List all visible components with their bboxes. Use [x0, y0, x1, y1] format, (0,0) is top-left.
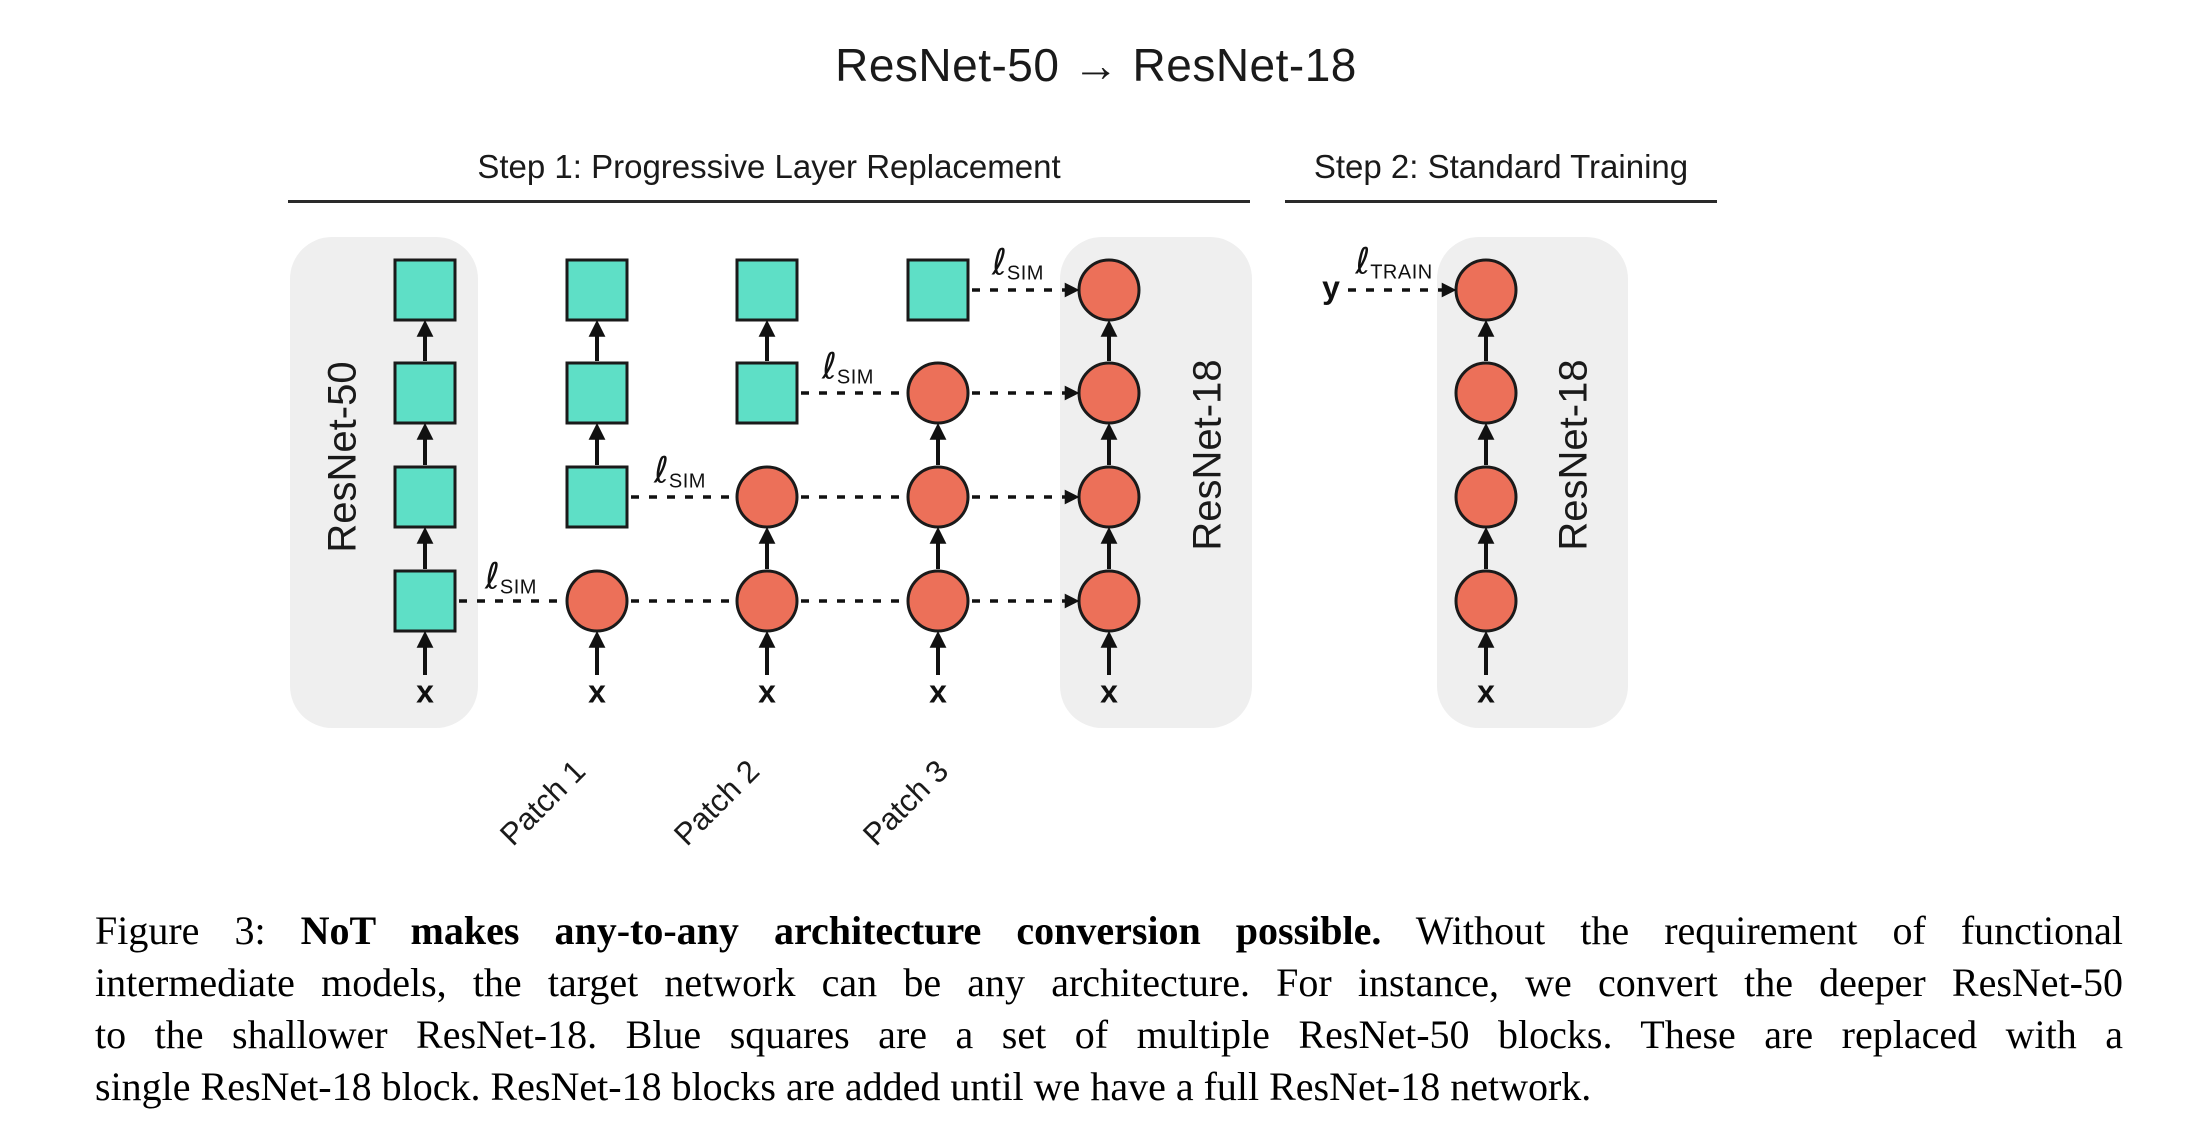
resnet18-block-circle: [906, 465, 970, 529]
input-x-label: x: [416, 673, 434, 710]
resnet50-block-square: [393, 361, 457, 425]
input-x-label: x: [929, 673, 947, 710]
resnet18-block-circle: [1077, 569, 1141, 633]
resnet18-step1-vertical-label: ResNet-18: [1185, 359, 1230, 551]
step2-underline: [1285, 200, 1717, 203]
resnet50-block-square: [393, 569, 457, 633]
resnet18-block-circle: [1454, 361, 1518, 425]
resnet50-block-square: [565, 361, 629, 425]
resnet18-step2-vertical-label: ResNet-18: [1551, 359, 1596, 551]
ell-symbol: ℓ: [992, 242, 1007, 284]
ell-symbol: ℓ: [822, 346, 837, 388]
resnet50-block-square: [906, 258, 970, 322]
resnet18-block-circle: [906, 569, 970, 633]
resnet18-block-circle: [906, 361, 970, 425]
sim-loss-label: ℓSIM: [992, 242, 1044, 285]
caption-text: Without the requirement of functional: [1381, 908, 2124, 953]
input-x-label: x: [1477, 673, 1495, 710]
resnet18-block-circle: [1077, 258, 1141, 322]
caption-line: intermediate models, the target network …: [95, 960, 2123, 1005]
resnet18-block-circle: [1454, 465, 1518, 529]
resnet50-block-square: [393, 465, 457, 529]
target-y-label: y: [1322, 269, 1340, 306]
ell-symbol: ℓ: [485, 556, 500, 598]
ell-symbol: ℓ: [1355, 241, 1371, 283]
resnet50-block-square: [393, 258, 457, 322]
input-x-label: x: [1100, 673, 1118, 710]
sim-loss-label: ℓSIM: [822, 346, 874, 389]
resnet50-block-square: [735, 361, 799, 425]
sim-loss-label: ℓSIM: [485, 556, 537, 599]
resnet18-block-circle: [735, 569, 799, 633]
resnet18-block-circle: [1454, 569, 1518, 633]
figure-caption: Figure 3: NoT makes any-to-any architect…: [95, 905, 2123, 1113]
train-loss-label: ℓTRAIN: [1355, 241, 1433, 284]
caption-bold-title: NoT makes any-to-any architecture conver…: [300, 908, 1382, 953]
caption-line: single ResNet-18 block. ResNet-18 blocks…: [95, 1064, 1592, 1109]
resnet50-block-square: [565, 465, 629, 529]
input-x-label: x: [758, 673, 776, 710]
resnet18-block-circle: [565, 569, 629, 633]
caption-figure-number: Figure 3:: [95, 908, 301, 953]
step1-underline: [288, 200, 1250, 203]
resnet18-block-circle: [1454, 258, 1518, 322]
resnet18-block-circle: [1077, 361, 1141, 425]
input-x-label: x: [588, 673, 606, 710]
resnet50-block-square: [735, 258, 799, 322]
step1-header: Step 1: Progressive Layer Replacement: [477, 148, 1061, 185]
figure-title: ResNet-50 → ResNet-18: [835, 39, 1357, 91]
step2-header: Step 2: Standard Training: [1313, 148, 1689, 185]
resnet50-block-square: [565, 258, 629, 322]
sim-loss-label: ℓSIM: [654, 450, 706, 493]
caption-line: Figure 3: NoT makes any-to-any architect…: [95, 905, 2123, 957]
resnet18-block-circle: [1077, 465, 1141, 529]
ell-symbol: ℓ: [654, 450, 669, 492]
resnet50-vertical-label: ResNet-50: [320, 361, 365, 553]
caption-line: to the shallower ResNet-18. Blue squares…: [95, 1012, 2123, 1057]
resnet18-block-circle: [735, 465, 799, 529]
